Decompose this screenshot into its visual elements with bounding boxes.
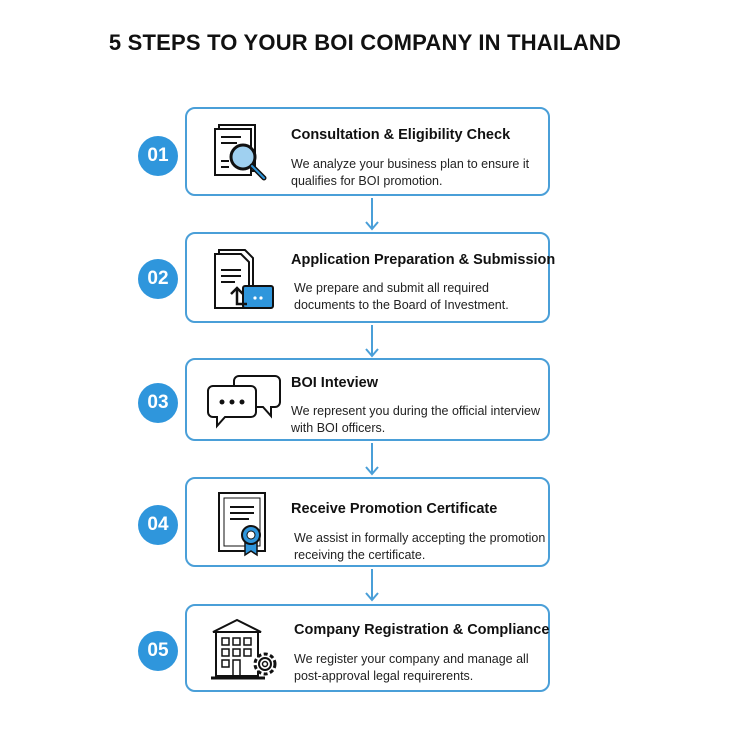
- step-number-3: 03: [138, 383, 178, 423]
- step-card-1: Consultation & Eligibility Check We anal…: [185, 107, 550, 196]
- arrow-down-icon: [365, 198, 379, 231]
- step-description-1: We analyze your business plan to ensure …: [291, 157, 530, 188]
- step-card-3: BOI Inteview We represent you during the…: [185, 358, 550, 441]
- document-upload-icon: [214, 249, 274, 309]
- step-title-1: Consultation & Eligibility Check: [291, 127, 511, 143]
- step-title-5: Company Registration & Compliance: [294, 622, 550, 638]
- step-description-4: We assist in formally accepting the prom…: [294, 531, 546, 562]
- building-gear-icon: [211, 618, 277, 680]
- step-title-3: BOI Inteview: [291, 375, 379, 391]
- step-title-2: Application Preparation & Submission: [291, 252, 556, 268]
- step-description-3: We represent you during the official int…: [291, 404, 540, 435]
- document-magnifier-icon: [214, 124, 267, 181]
- certificate-icon: [218, 492, 266, 557]
- step-title-4: Receive Promotion Certificate: [291, 501, 498, 517]
- step-number-4: 04: [138, 505, 178, 545]
- step-number-1: 01: [138, 136, 178, 176]
- arrow-down-icon: [365, 325, 379, 358]
- step-description-5: We register your company and manage all …: [294, 652, 529, 683]
- step-card-5: Company Registration & Compliance We reg…: [185, 604, 550, 692]
- step-number-5: 05: [138, 631, 178, 671]
- page-title: 5 STEPS TO YOUR BOI COMPANY IN THAILAND: [108, 30, 622, 55]
- step-number-2: 02: [138, 259, 178, 299]
- arrow-down-icon: [365, 443, 379, 476]
- step-card-4: Receive Promotion Certificate We assist …: [185, 477, 550, 567]
- step-description-2: We prepare and submit all required docum…: [294, 281, 509, 312]
- step-card-2: Application Preparation & Submission We …: [185, 232, 555, 323]
- chat-bubbles-icon: [207, 375, 281, 429]
- arrow-down-icon: [365, 569, 379, 602]
